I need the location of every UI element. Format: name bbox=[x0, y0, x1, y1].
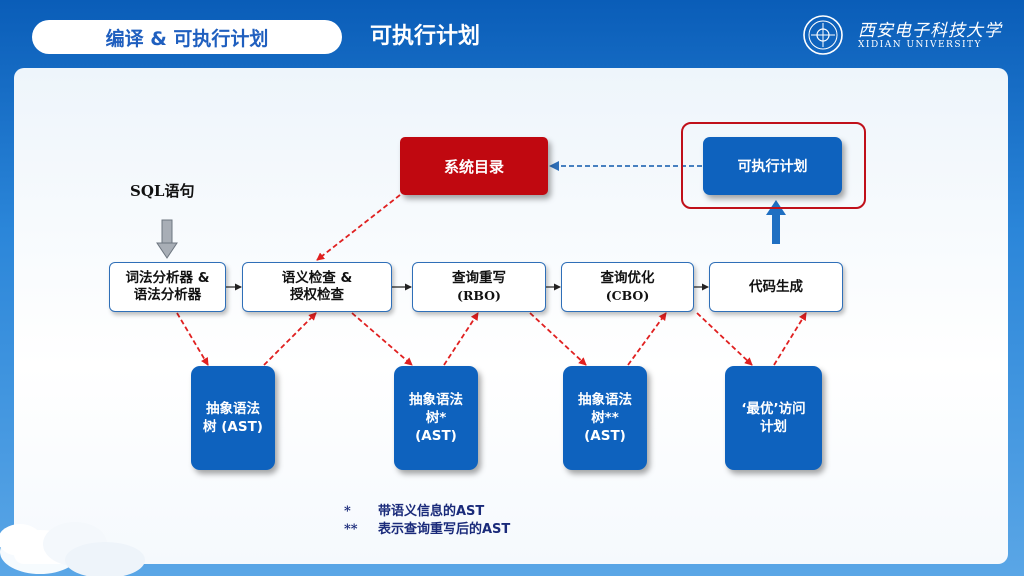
executable-plan-label: 可执行计划 bbox=[737, 159, 808, 175]
output-optimal-plan-line1: ‘最优’访问 bbox=[741, 401, 806, 417]
output-ast-semantic-line2: 树* bbox=[425, 410, 447, 426]
step-semantic-auth-check-line1: 语义检查 & bbox=[281, 270, 353, 286]
section-title: 编译 & 可执行计划 bbox=[32, 20, 342, 54]
step-lexer-parser-line1: 词法分析器 & bbox=[125, 270, 210, 286]
output-ast-line1: 抽象语法 bbox=[206, 401, 260, 417]
university-logo: 西安电子科技大学 XIDIAN UNIVERSITY bbox=[802, 14, 1002, 58]
executable-plan-highlight bbox=[681, 122, 866, 209]
step-semantic-auth-check-line2: 授权检查 bbox=[290, 287, 344, 303]
university-seal-icon bbox=[803, 15, 843, 55]
step-semantic-auth-check: 语义检查 & 授权检查 bbox=[242, 262, 392, 312]
section-title-text: 编译 & 可执行计划 bbox=[105, 27, 269, 50]
step-query-optimize-line2: (CBO) bbox=[605, 288, 650, 303]
step-query-optimize: 查询优化 (CBO) bbox=[561, 262, 694, 312]
output-ast-rewritten-line3: (AST) bbox=[584, 428, 626, 444]
output-ast-semantic: 抽象语法 树* (AST) bbox=[394, 366, 478, 470]
step-lexer-parser-line2: 语法分析器 bbox=[133, 287, 202, 303]
ast3-to-optimize-link bbox=[627, 312, 667, 366]
output-ast-rewritten-line2: 树** bbox=[591, 410, 619, 426]
step-query-rewrite: 查询重写 (RBO) bbox=[412, 262, 546, 312]
sql-input-label: SQL语句 bbox=[130, 182, 195, 200]
footnote-text: 带语义信息的AST bbox=[378, 504, 485, 519]
output-ast-semantic-line1: 抽象语法 bbox=[409, 392, 463, 408]
parser-to-ast1-link bbox=[176, 312, 209, 366]
catalog-to-semantic-link bbox=[316, 194, 401, 261]
semantic-to-ast2-link bbox=[351, 312, 413, 366]
step-query-rewrite-line1: 查询重写 bbox=[452, 270, 506, 286]
footnote-text: 表示查询重写后的AST bbox=[378, 522, 511, 537]
footnote-mark: * bbox=[344, 504, 351, 519]
step-code-generation-line1: 代码生成 bbox=[749, 278, 803, 295]
output-ast-line2: 树 (AST) bbox=[203, 419, 263, 435]
output-optimal-plan: ‘最优’访问 计划 bbox=[725, 366, 822, 470]
step-lexer-parser: 词法分析器 & 语法分析器 bbox=[109, 262, 226, 312]
cloud-decoration-icon bbox=[0, 522, 145, 576]
system-catalog-box: 系统目录 bbox=[400, 137, 548, 195]
rewrite-to-ast3-link bbox=[529, 312, 587, 366]
page-title: 可执行计划 bbox=[370, 24, 481, 49]
university-name-cn: 西安电子科技大学 bbox=[858, 21, 1002, 41]
system-catalog-label: 系统目录 bbox=[443, 157, 504, 176]
optimize-to-plan-link bbox=[696, 312, 753, 366]
executable-plan-box: 可执行计划 bbox=[703, 137, 842, 195]
step-code-generation: 代码生成 bbox=[709, 262, 843, 312]
plan-to-codegen-link bbox=[773, 312, 807, 366]
step-query-rewrite-line2: (RBO) bbox=[457, 288, 501, 303]
footnote-rewritten-ast: ** 表示查询重写后的AST bbox=[344, 518, 510, 537]
step-query-optimize-line1: 查询优化 bbox=[600, 270, 655, 286]
output-ast-rewritten: 抽象语法 树** (AST) bbox=[563, 366, 647, 470]
university-name-en: XIDIAN UNIVERSITY bbox=[858, 40, 982, 50]
ast1-to-semantic-link bbox=[263, 312, 317, 366]
output-optimal-plan-line2: 计划 bbox=[760, 419, 787, 435]
footnote-mark: ** bbox=[344, 522, 358, 537]
output-ast: 抽象语法 树 (AST) bbox=[191, 366, 275, 470]
footnote-semantic-ast: * 带语义信息的AST bbox=[344, 500, 484, 519]
ast2-to-rewrite-link bbox=[443, 312, 479, 366]
sql-input-arrow bbox=[156, 219, 178, 259]
output-ast-semantic-line3: (AST) bbox=[415, 428, 457, 444]
output-ast-rewritten-line1: 抽象语法 bbox=[578, 392, 632, 408]
